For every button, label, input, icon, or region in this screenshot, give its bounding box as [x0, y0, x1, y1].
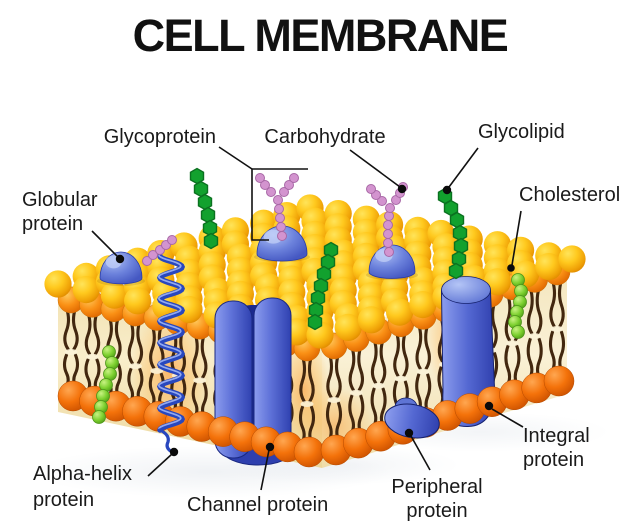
integral-pointer-dot [484, 401, 494, 411]
globular-pointer-dot [115, 254, 125, 264]
alpha-helix-protein [156, 253, 186, 454]
channel-pointer-line [260, 449, 270, 491]
annotations: Glycoprotein Carbohydrate Glycolipid Glo… [22, 121, 620, 522]
surface-protein-domes [97, 225, 418, 286]
sugar-chains [142, 167, 469, 331]
carbohydrate-pointer-line [349, 149, 401, 188]
glycolipid-pointer-line [448, 147, 479, 188]
label-globular-protein-line1: Globular [22, 189, 98, 211]
label-peripheral-line1: Peripheral [391, 476, 482, 498]
alpha-helix-pointer-line [147, 453, 173, 477]
label-carbohydrate: Carbohydrate [264, 126, 385, 148]
page-title: CELL MEMBRANE [133, 10, 508, 61]
peripheral-pointer-dot [404, 428, 414, 438]
cholesterol-beads [92, 273, 528, 424]
label-integral-line2: protein [523, 449, 584, 471]
label-integral-line1: Integral [523, 425, 590, 447]
label-glycolipid: Glycolipid [478, 121, 565, 143]
peripheral-pointer-line [410, 435, 431, 471]
channel-pointer-dot [265, 442, 275, 452]
cholesterol-pointer-dot [507, 264, 515, 272]
carbohydrate-pointer-dot [397, 184, 407, 194]
label-cholesterol: Cholesterol [519, 184, 620, 206]
integral-pointer-line [491, 408, 524, 428]
label-alpha-helix-line2: protein [33, 489, 94, 511]
label-channel-protein: Channel protein [187, 494, 328, 516]
cholesterol-pointer-line [511, 210, 522, 266]
label-globular-protein-line2: protein [22, 213, 83, 235]
alpha-helix-pointer-dot [169, 447, 179, 457]
label-alpha-helix-line1: Alpha-helix [33, 463, 132, 485]
lipid-head-field-top-face [44, 194, 586, 349]
peripheral-protein [384, 397, 440, 439]
label-peripheral-line2: protein [406, 500, 467, 522]
label-glycoprotein: Glycoprotein [104, 126, 216, 148]
globular-pointer-line [91, 230, 119, 258]
glycolipid-pointer-dot [442, 185, 452, 195]
glycoprotein-bracket [251, 168, 308, 241]
glycoprotein-pointer-line [218, 146, 253, 170]
